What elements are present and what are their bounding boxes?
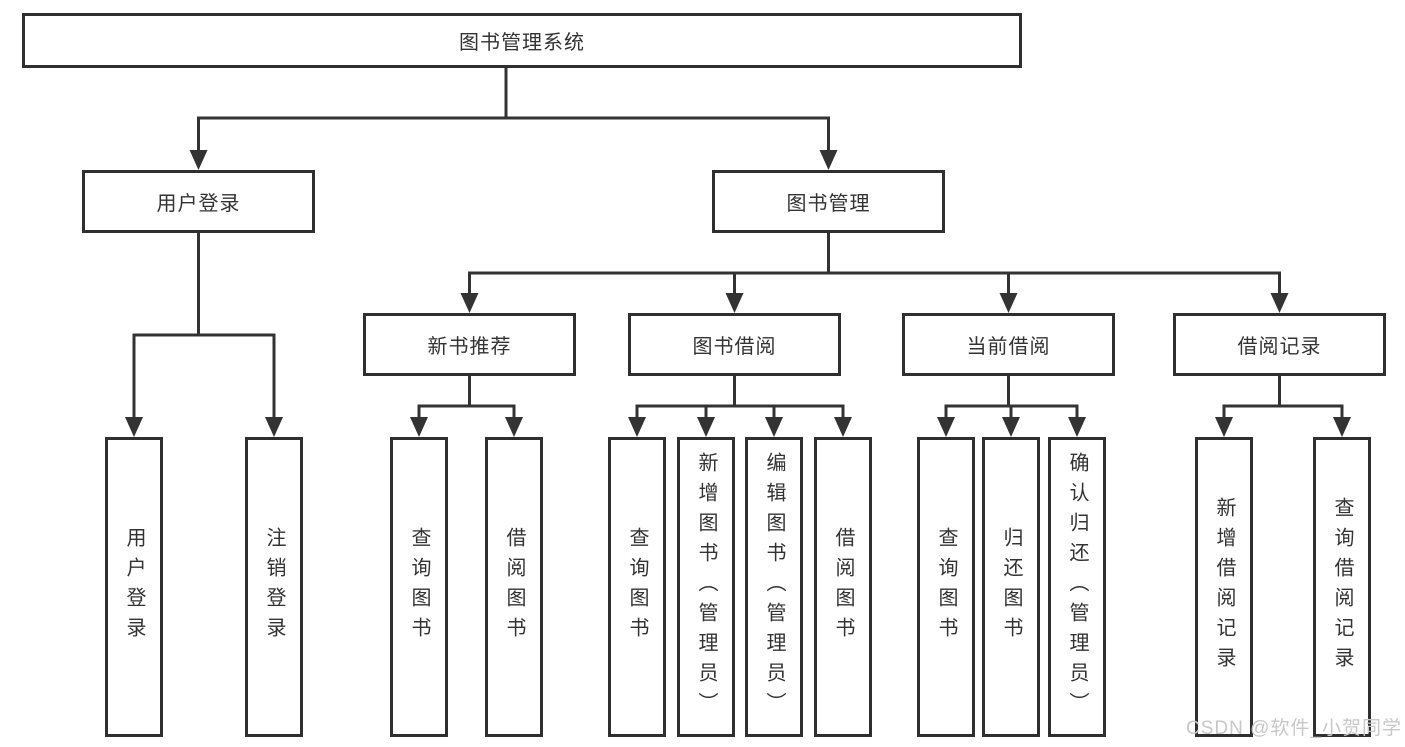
leaf-query-borrow-record: 查询借阅记录 bbox=[1313, 437, 1371, 737]
leaf-add-book-admin: 新增图书（管理员） bbox=[677, 437, 735, 737]
node-book-borrowing: 图书借阅 bbox=[628, 313, 841, 376]
leaf-query-borrow-record-label: 查询借阅记录 bbox=[1331, 497, 1353, 677]
leaf-query-books-current: 查询图书 bbox=[917, 437, 975, 737]
leaf-user-login: 用户登录 bbox=[105, 437, 163, 737]
node-user-login: 用户登录 bbox=[82, 170, 315, 233]
leaf-confirm-return-admin-label: 确认归还（管理员） bbox=[1066, 452, 1088, 722]
leaf-add-borrow-record-label: 新增借阅记录 bbox=[1213, 497, 1235, 677]
node-current-borrowing: 当前借阅 bbox=[902, 313, 1115, 376]
leaf-return-book: 归还图书 bbox=[982, 437, 1040, 737]
leaf-add-borrow-record: 新增借阅记录 bbox=[1195, 437, 1253, 737]
leaf-logout-label: 注销登录 bbox=[263, 527, 285, 647]
csdn-watermark: CSDN @软件_小贺同学 bbox=[1186, 718, 1402, 739]
leaf-logout: 注销登录 bbox=[245, 437, 303, 737]
leaf-query-books-borrowing: 查询图书 bbox=[608, 437, 666, 737]
leaf-edit-book-admin-label: 编辑图书（管理员） bbox=[763, 452, 785, 722]
leaf-borrow-books-recommend-label: 借阅图书 bbox=[503, 527, 525, 647]
leaf-query-books-recommend: 查询图书 bbox=[390, 437, 448, 737]
leaf-return-book-label: 归还图书 bbox=[1000, 527, 1022, 647]
leaf-borrow-books-borrowing: 借阅图书 bbox=[814, 437, 872, 737]
leaf-user-login-label: 用户登录 bbox=[123, 527, 145, 647]
node-borrowing-records: 借阅记录 bbox=[1173, 313, 1386, 376]
node-book-management: 图书管理 bbox=[712, 170, 945, 233]
connector-arrowheads bbox=[125, 150, 1351, 437]
node-new-book-recommend: 新书推荐 bbox=[363, 313, 576, 376]
leaf-add-book-admin-label: 新增图书（管理员） bbox=[695, 452, 717, 722]
node-root-system: 图书管理系统 bbox=[22, 13, 1022, 68]
connector-lines bbox=[132, 68, 1344, 419]
leaf-query-books-recommend-label: 查询图书 bbox=[408, 527, 430, 647]
leaf-edit-book-admin: 编辑图书（管理员） bbox=[745, 437, 803, 737]
leaf-confirm-return-admin: 确认归还（管理员） bbox=[1048, 437, 1106, 737]
leaf-query-books-borrowing-label: 查询图书 bbox=[626, 527, 648, 647]
leaf-query-books-current-label: 查询图书 bbox=[935, 527, 957, 647]
leaf-borrow-books-borrowing-label: 借阅图书 bbox=[832, 527, 854, 647]
leaf-borrow-books-recommend: 借阅图书 bbox=[485, 437, 543, 737]
